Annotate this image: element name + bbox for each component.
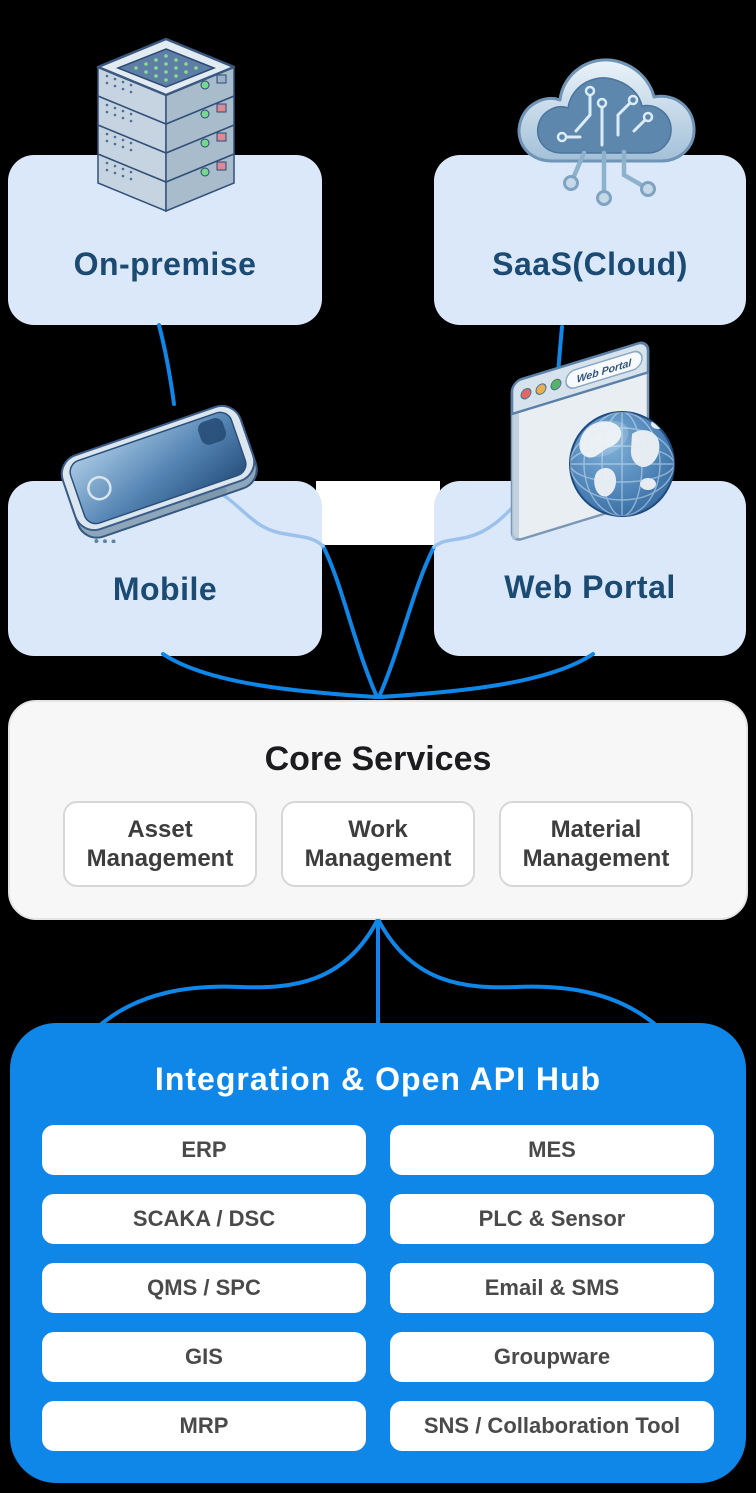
connector-core-hub-right [377, 919, 659, 1028]
hub-item-email-sms: Email & SMS [390, 1263, 714, 1313]
module-material-label: Material Management [522, 815, 670, 872]
mobile-label: Mobile [112, 571, 218, 607]
saas-cloud-label: SaaS(Cloud) [492, 245, 688, 282]
core-services-box: Core Services Asset Management Work Mana… [8, 700, 748, 920]
hub-item-plc-sensor: PLC & Sensor [390, 1194, 714, 1244]
hub-item-mrp: MRP [42, 1401, 366, 1451]
hub-item-qms-spc: QMS / SPC [42, 1263, 366, 1313]
hub-item-mes: MES [390, 1125, 714, 1175]
browser-bar-label: Web Portal [577, 357, 633, 386]
server-led-grid [134, 54, 198, 82]
on-premise-box: On-premise [8, 155, 322, 325]
browser-dot-green [550, 378, 562, 391]
hub-item-groupware: Groupware [390, 1332, 714, 1382]
module-material-management: Material Management [499, 801, 693, 887]
connector-core-hub-left [97, 919, 379, 1028]
on-premise-label: On-premise [73, 245, 257, 282]
background-gap [316, 481, 440, 545]
hub-item-erp: ERP [42, 1125, 366, 1175]
connector-mobile-core-shallow [161, 652, 378, 699]
module-asset-label: Asset Management [86, 815, 234, 872]
core-modules-row: Asset Management Work Management Materia… [10, 801, 746, 887]
web-portal-label: Web Portal [504, 569, 676, 605]
connector-onpremise-mobile [157, 323, 176, 406]
hub-item-sns-collaboration: SNS / Collaboration Tool [390, 1401, 714, 1451]
hub-item-gis: GIS [42, 1332, 366, 1382]
connector-webportal-core-shallow [378, 652, 595, 699]
browser-address-bar [565, 350, 643, 389]
module-asset-management: Asset Management [63, 801, 257, 887]
browser-dot-yellow [535, 383, 547, 395]
connector-webportal-core-steep [377, 545, 436, 699]
browser-dot-red [520, 387, 532, 400]
connector-saas-webportal [555, 325, 564, 388]
mobile-box: Mobile [8, 481, 322, 656]
cloud-circuit-traces [564, 93, 647, 147]
module-work-label: Work Management [304, 815, 452, 872]
core-services-title: Core Services [264, 740, 492, 778]
integration-hub-box: Integration & Open API Hub ERP MES SCAKA… [10, 1023, 746, 1483]
web-portal-box: Web Portal [434, 481, 746, 656]
hub-items-grid: ERP MES SCAKA / DSC PLC & Sensor QMS / S… [42, 1125, 714, 1451]
integration-hub-title: Integration & Open API Hub [154, 1061, 602, 1097]
hub-item-scaka-dsc: SCAKA / DSC [42, 1194, 366, 1244]
module-work-management: Work Management [281, 801, 475, 887]
connector-mobile-core-steep [321, 544, 379, 699]
saas-cloud-box: SaaS(Cloud) [434, 155, 746, 325]
